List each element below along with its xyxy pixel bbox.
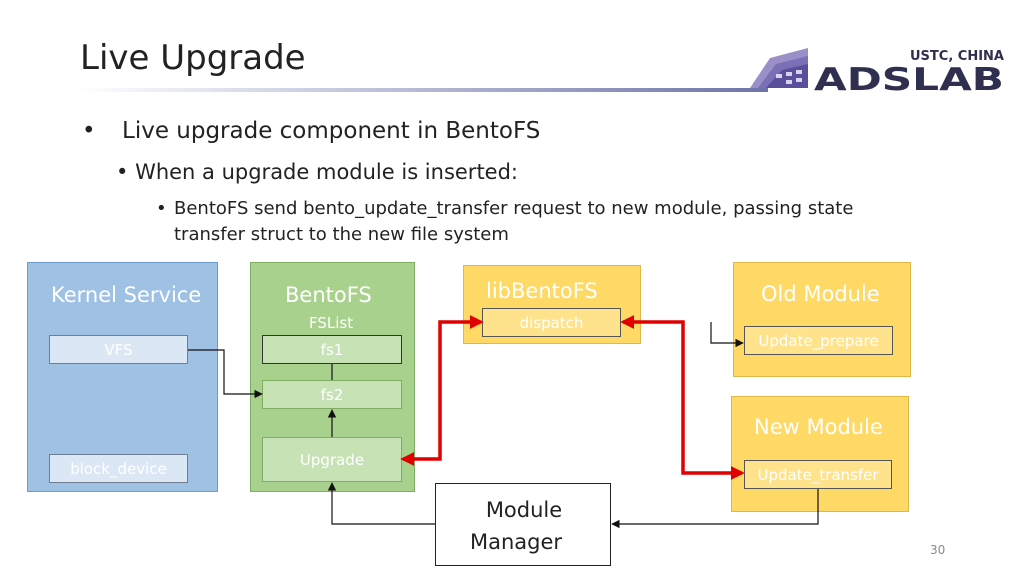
block-device-node: block_device bbox=[49, 454, 188, 483]
upgrade-node: Upgrade bbox=[262, 437, 402, 482]
bullet-level-3: • BentoFS send bento_update_transfer req… bbox=[156, 196, 916, 248]
fs1-node: fs1 bbox=[262, 335, 402, 364]
bullet-level-2: • When a upgrade module is inserted: bbox=[116, 160, 519, 184]
bentofs-title: BentoFS bbox=[285, 283, 372, 307]
module-manager-line1: Module bbox=[485, 498, 563, 522]
bullet-level-2-text: When a upgrade module is inserted: bbox=[135, 160, 519, 184]
logo-wordmark: ADSLAB bbox=[814, 62, 1004, 94]
fslist-label: FSList bbox=[309, 314, 354, 332]
new-module-box: New Module bbox=[731, 396, 909, 512]
kernel-service-title: Kernel Service bbox=[51, 283, 202, 307]
update-prepare-node: Update_prepare bbox=[744, 326, 893, 355]
vfs-to-fs2-arrow bbox=[188, 349, 263, 399]
bullet-level-1-text: Live upgrade component in BentoFS bbox=[122, 118, 541, 144]
module-manager-line2: Manager bbox=[469, 530, 563, 554]
title-divider bbox=[78, 88, 768, 92]
module-manager-box: Module Manager bbox=[435, 483, 611, 566]
update-transfer-node: Update_transfer bbox=[744, 460, 892, 489]
logo-subtitle: USTC, CHINA bbox=[910, 49, 1004, 64]
new-module-to-manager-arrow bbox=[611, 489, 819, 529]
adslab-logo: USTC, CHINA ADSLAB bbox=[750, 48, 1004, 94]
building-icon bbox=[750, 48, 808, 88]
vfs-node: VFS bbox=[49, 335, 188, 364]
page-number: 30 bbox=[930, 543, 946, 557]
new-module-title: New Module bbox=[754, 415, 883, 439]
upgrade-dispatch-red-arrow bbox=[400, 315, 484, 466]
manager-to-upgrade-arrow bbox=[327, 482, 435, 525]
bullet-level-3-text: BentoFS send bento_update_transfer reque… bbox=[174, 198, 854, 245]
kernel-service-box: Kernel Service bbox=[27, 262, 218, 492]
libbentofs-title: libBentoFS bbox=[486, 279, 598, 303]
dispatch-transfer-red-arrow bbox=[620, 315, 745, 480]
fs2-node: fs2 bbox=[262, 380, 402, 409]
slide-title: Live Upgrade bbox=[80, 38, 306, 78]
dispatch-node: dispatch bbox=[482, 308, 621, 337]
old-module-title: Old Module bbox=[761, 282, 880, 306]
old-module-box: Old Module bbox=[733, 262, 911, 377]
dispatch-to-prepare-arrow bbox=[710, 322, 744, 348]
